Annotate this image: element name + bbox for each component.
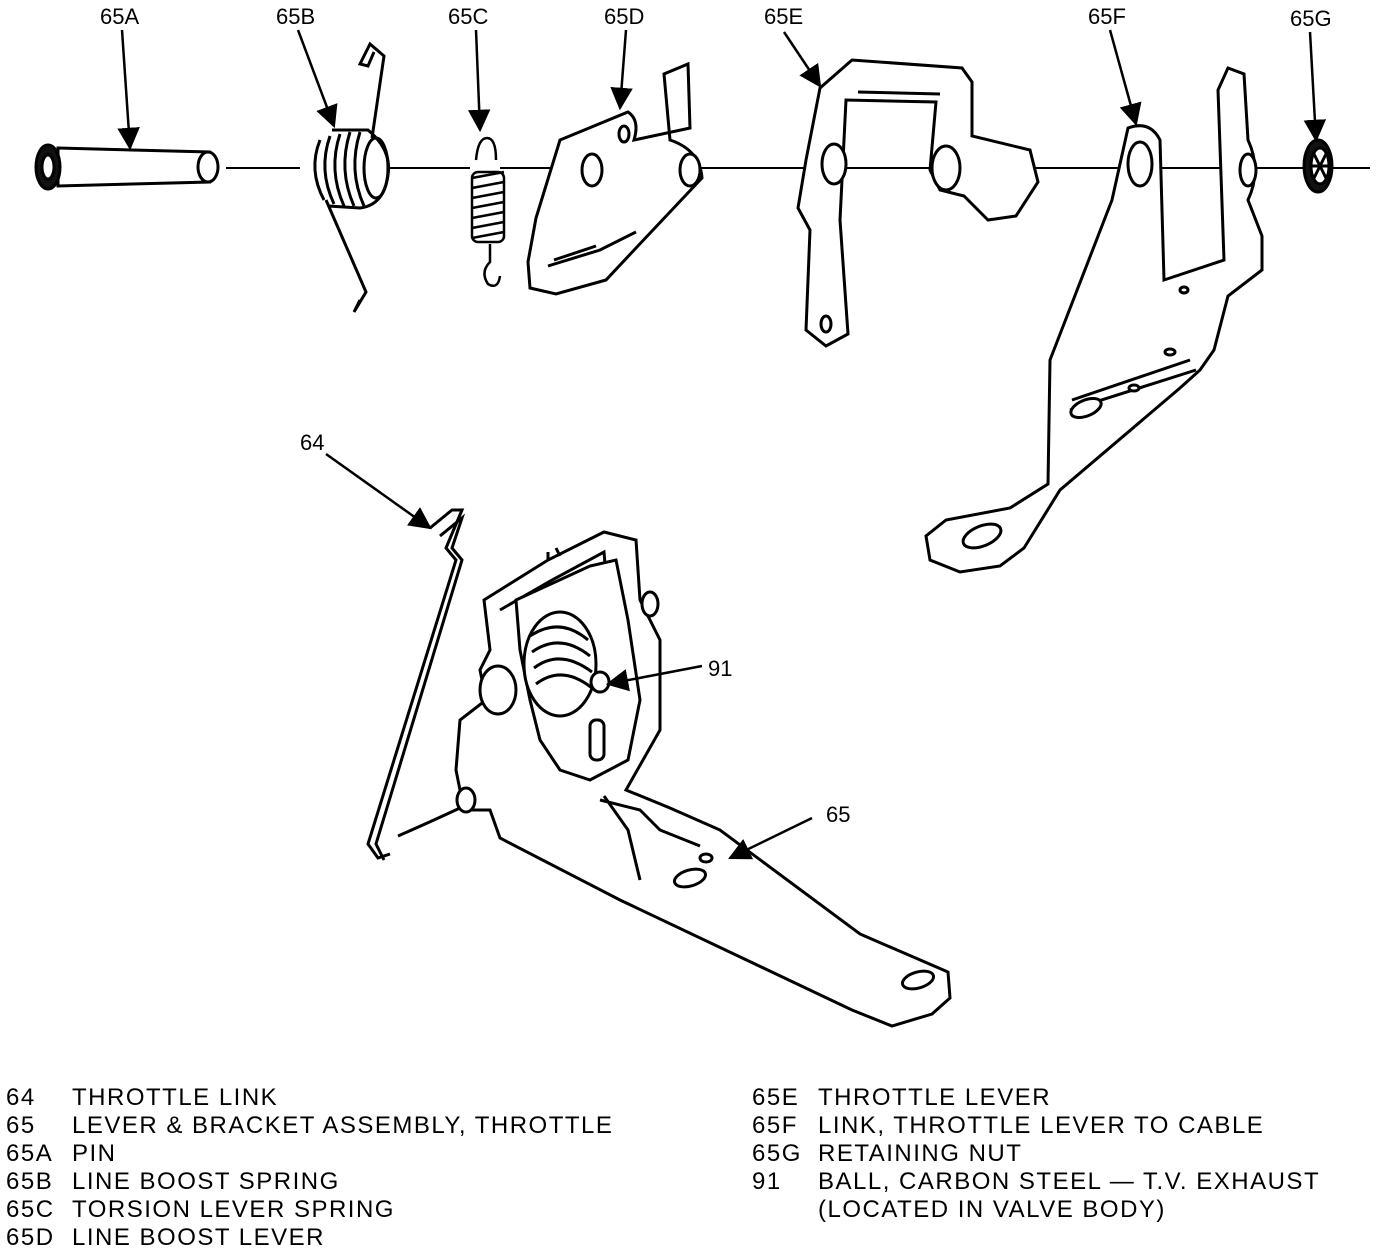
leader-91 xyxy=(605,664,703,692)
legend-description: RETAINING NUT xyxy=(818,1140,1023,1167)
callout-65: 65 xyxy=(826,802,850,827)
legend-code: 65B xyxy=(6,1168,54,1195)
legend-code: 64 xyxy=(6,1084,36,1111)
legend-item-continuation: (LOCATED IN VALVE BODY) xyxy=(752,1196,1320,1224)
callout-labels: 65A 65B 65C 65D 65E 65F 65G 64 91 65 xyxy=(100,4,1332,827)
legend-item: 65E THROTTLE LEVER xyxy=(752,1084,1320,1112)
legend-item: 65B LINE BOOST SPRING xyxy=(6,1168,613,1196)
legend-code: 65G xyxy=(752,1140,802,1167)
part-64-throttle-link xyxy=(366,508,466,861)
legend-description: LINE BOOST SPRING xyxy=(72,1168,340,1195)
legend-description: TORSION LEVER SPRING xyxy=(72,1196,395,1223)
legend-item: 65D LINE BOOST LEVER xyxy=(6,1224,613,1252)
legend-item: 65F LINK, THROTTLE LEVER TO CABLE xyxy=(752,1112,1320,1140)
part-65f-link-throttle-lever-to-cable xyxy=(924,66,1264,574)
legend-code: 65F xyxy=(752,1112,798,1139)
part-65d-line-boost-lever xyxy=(526,61,704,296)
leader-65e xyxy=(782,31,822,88)
callout-65g: 65G xyxy=(1290,6,1332,31)
callout-91: 91 xyxy=(708,656,732,681)
legend-item: 65A PIN xyxy=(6,1140,613,1168)
legend-item: 91 BALL, CARBON STEEL — T.V. EXHAUST xyxy=(752,1168,1320,1196)
part-65-lever-bracket-assembly xyxy=(454,530,952,1028)
legend-left-column: 64 THROTTLE LINK 65 LEVER & BRACKET ASSEMB… xyxy=(6,1084,613,1252)
leader-65 xyxy=(727,816,813,860)
legend-description: PIN xyxy=(72,1140,117,1167)
legend-description: THROTTLE LINK xyxy=(72,1084,279,1111)
callout-leaders xyxy=(117,29,1327,860)
part-65e-throttle-lever xyxy=(796,58,1040,348)
legend-item: 65 LEVER & BRACKET ASSEMBLY, THROTTLE xyxy=(6,1112,613,1140)
legend-code: 91 xyxy=(752,1168,782,1195)
callout-65f: 65F xyxy=(1088,4,1126,29)
leader-65c xyxy=(467,29,491,133)
legend-item: 65G RETAINING NUT xyxy=(752,1140,1320,1168)
legend-right-column: 65E THROTTLE LEVER 65F LINK, THROTTLE LEVE… xyxy=(752,1084,1320,1224)
legend-description: LEVER & BRACKET ASSEMBLY, THROTTLE xyxy=(72,1112,614,1139)
leader-65b xyxy=(296,29,338,129)
leader-65a xyxy=(117,29,140,151)
part-65b-line-boost-spring xyxy=(313,41,391,313)
legend-description: LINK, THROTTLE LEVER TO CABLE xyxy=(818,1112,1265,1139)
legend-code: 65D xyxy=(6,1224,55,1251)
part-65g-retaining-nut xyxy=(1302,138,1334,194)
legend-item: 64 THROTTLE LINK xyxy=(6,1084,613,1112)
legend-description: LINE BOOST LEVER xyxy=(72,1224,325,1251)
callout-65b: 65B xyxy=(276,4,315,29)
callout-65e: 65E xyxy=(764,4,803,29)
callout-64: 64 xyxy=(300,430,324,455)
legend-code: 65 xyxy=(6,1112,36,1139)
leader-65d xyxy=(610,29,633,111)
legend-code: 65E xyxy=(752,1084,800,1111)
legend-item: 65C TORSION LEVER SPRING xyxy=(6,1196,613,1224)
callout-65a: 65A xyxy=(100,4,139,29)
callout-65c: 65C xyxy=(448,4,488,29)
leader-65f xyxy=(1108,29,1142,127)
part-65c-torsion-lever-spring xyxy=(470,136,506,287)
part-65a-pin xyxy=(34,143,220,191)
callout-65d: 65D xyxy=(604,4,644,29)
legend-code: 65A xyxy=(6,1140,54,1167)
legend-description: (LOCATED IN VALVE BODY) xyxy=(818,1196,1166,1223)
exploded-parts-diagram: 65A 65B 65C 65D 65E 65F 65G 64 91 65 xyxy=(34,4,1370,1028)
legend-description: THROTTLE LEVER xyxy=(818,1084,1052,1111)
leader-64 xyxy=(325,452,432,530)
legend-code: 65C xyxy=(6,1196,55,1223)
legend-description: BALL, CARBON STEEL — T.V. EXHAUST xyxy=(818,1168,1321,1195)
leader-65g xyxy=(1303,31,1327,143)
